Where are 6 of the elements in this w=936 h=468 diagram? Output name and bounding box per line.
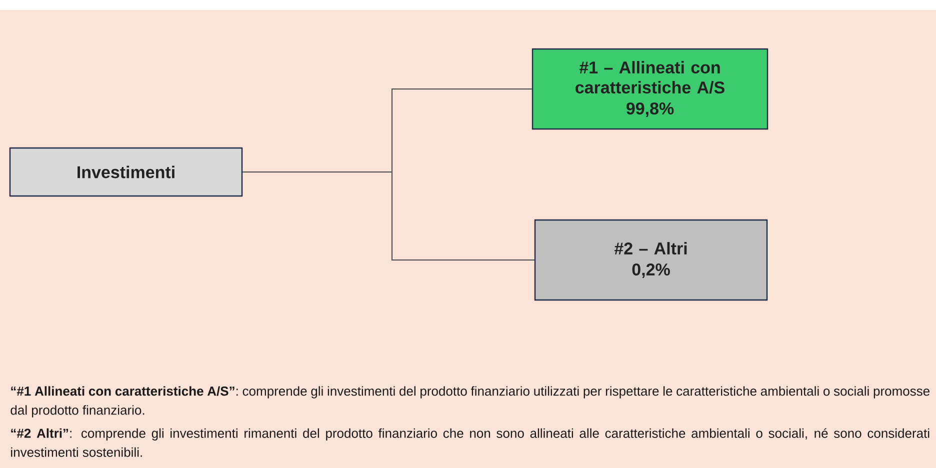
category-box: Investimenti (9, 147, 243, 197)
note-paragraph: “#1 Allineati con caratteristiche A/S”: comprende gli investimenti del prodotto finanziario utilizzati per rispettare le caratteristiche ambientali o sociali promosse dal prodotto finanziario. (10, 386, 930, 418)
category-box: #2 – Altri 0,2% (534, 219, 768, 301)
note-paragraph: “#2 Altri”: comprende gli investimenti rimanenti del prodotto finanziario che non sono allineati alle caratteristiche ambientali o sociali, né sono considerati investimenti sostenibili. (11, 428, 930, 457)
connector-line (242, 172, 535, 260)
category-box: #1 – Allineati con caratteristiche A/S 99,8% (532, 48, 768, 130)
